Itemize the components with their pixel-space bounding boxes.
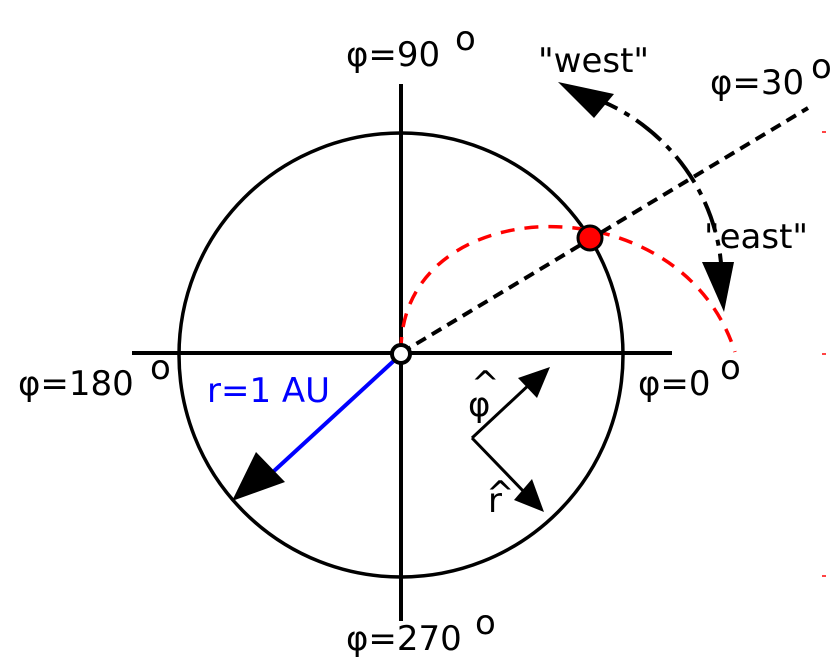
label-phi270: φ=270	[346, 619, 462, 659]
west-arrowhead-icon	[558, 82, 614, 118]
radius-arrowhead-icon	[232, 452, 285, 501]
east-arrowhead-icon	[702, 262, 734, 312]
label-phi-hat-caret: ^	[471, 364, 500, 404]
degree-phi90: o	[455, 19, 476, 59]
degree-phi270: o	[475, 603, 496, 643]
east-west-arc	[587, 94, 724, 279]
phi30-direction-line	[399, 106, 810, 355]
degree-phi0: o	[720, 348, 741, 388]
label-phi180: φ=180	[18, 364, 134, 404]
label-west: "west"	[538, 41, 649, 81]
r-hat-arrowhead-icon	[514, 479, 544, 512]
r-hat-vector	[470, 436, 529, 497]
label-radius: r=1 AU	[207, 371, 330, 411]
orbit-circle	[177, 131, 625, 579]
label-r-hat: r	[488, 481, 502, 521]
label-phi-hat: φ	[468, 385, 490, 425]
radius-arrow-shaft	[260, 355, 400, 484]
phi-hat-arrowhead-icon	[518, 367, 550, 398]
label-phi30: φ=30	[710, 63, 804, 103]
dashed-trajectory	[399, 224, 737, 353]
label-east: "east"	[704, 217, 808, 257]
degree-phi180: o	[150, 348, 171, 388]
label-phi0: φ=0	[638, 364, 711, 404]
origin-marker	[390, 343, 412, 365]
degree-phi30: o	[811, 47, 830, 87]
planet-marker	[576, 224, 604, 252]
phi-hat-vector	[470, 380, 534, 440]
label-phi90: φ=90	[346, 35, 440, 75]
label-r-hat-caret: ^	[486, 474, 515, 514]
